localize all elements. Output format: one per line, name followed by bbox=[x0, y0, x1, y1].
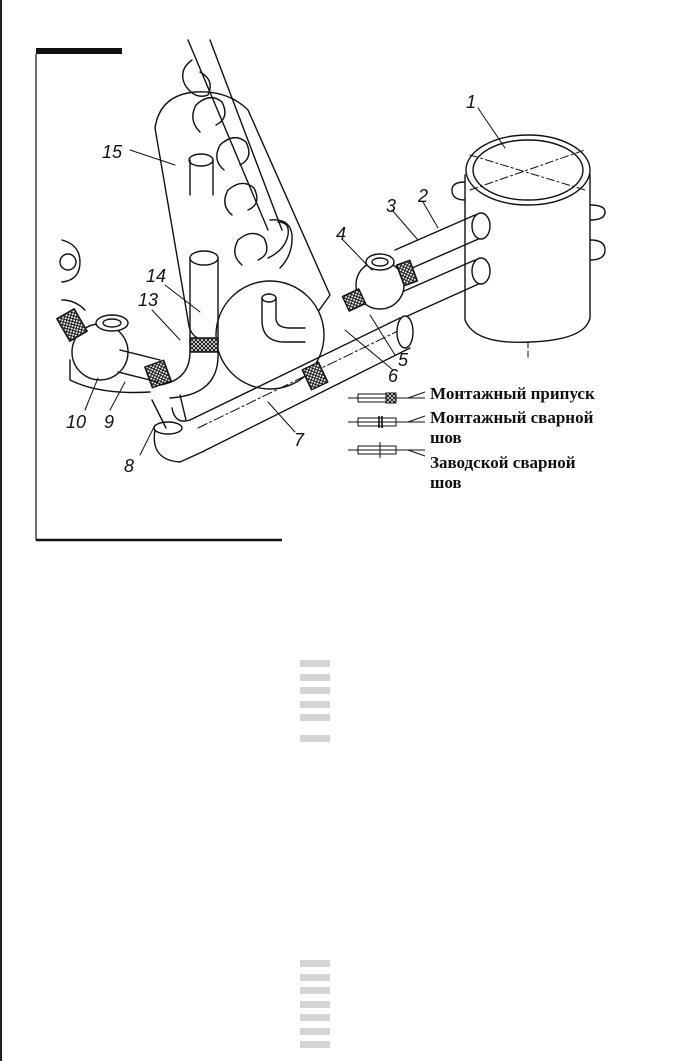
valve-4 bbox=[341, 253, 419, 312]
pipeline-assembly-diagram: 1 2 3 4 5 6 7 8 9 10 13 14 15 bbox=[35, 39, 606, 542]
drum-1 bbox=[451, 134, 606, 361]
placeholder-mark bbox=[300, 1041, 330, 1048]
placeholder-mark bbox=[300, 687, 330, 694]
legend-label-factory-weld-line1: Заводской сварной bbox=[430, 453, 576, 472]
pipe-7 bbox=[189, 315, 414, 453]
callout-10: 10 bbox=[66, 412, 86, 432]
placeholder-mark bbox=[300, 960, 330, 967]
placeholder-mark bbox=[300, 700, 330, 708]
callout-numbers: 1 2 3 4 5 6 7 8 9 10 13 14 15 bbox=[66, 92, 476, 476]
placeholder-mark bbox=[300, 973, 330, 981]
callout-2: 2 bbox=[417, 186, 428, 206]
callout-leaders bbox=[84, 107, 506, 456]
placeholder-mark bbox=[300, 1014, 330, 1021]
callout-9: 9 bbox=[104, 412, 114, 432]
placeholder-mark bbox=[300, 714, 330, 721]
placeholder-mark bbox=[300, 1027, 330, 1035]
figure-frame bbox=[35, 48, 282, 542]
page-edge-line bbox=[0, 0, 2, 1061]
callout-5: 5 bbox=[398, 350, 409, 370]
placeholder-mark bbox=[300, 987, 330, 994]
pipe-14 bbox=[159, 250, 219, 399]
drum bbox=[215, 280, 325, 390]
vessel-15 bbox=[154, 91, 331, 342]
legend-symbol-allowance bbox=[348, 391, 426, 404]
placeholder-marks-upper bbox=[300, 660, 330, 749]
callout-1: 1 bbox=[466, 92, 476, 112]
legend-label-allowance-line1: Монтажный припуск bbox=[430, 384, 595, 403]
callout-15: 15 bbox=[102, 142, 123, 162]
vessel-coils bbox=[182, 39, 293, 269]
callout-7: 7 bbox=[294, 430, 305, 450]
callout-14: 14 bbox=[146, 266, 166, 286]
callout-4: 4 bbox=[336, 224, 346, 244]
legend-symbol-factory-weld bbox=[348, 442, 426, 458]
elbow-8 bbox=[151, 394, 203, 463]
placeholder-mark bbox=[300, 735, 330, 742]
legend-label-site-weld: Монтажный сварной шов bbox=[430, 408, 593, 448]
callout-3: 3 bbox=[386, 196, 396, 216]
legend-label-site-weld-line1: Монтажный сварной bbox=[430, 408, 594, 427]
legend-label-factory-weld-line2: шов bbox=[430, 473, 462, 492]
placeholder-marks-lower bbox=[300, 960, 330, 1055]
callout-6: 6 bbox=[388, 366, 399, 386]
legend-label-site-weld-line2: шов bbox=[430, 428, 462, 447]
placeholder-mark bbox=[300, 1000, 330, 1008]
left-partial-parts bbox=[59, 239, 86, 311]
legend-label-factory-weld: Заводской сварной шов bbox=[430, 453, 576, 493]
legend-label-allowance: Монтажный припуск bbox=[430, 384, 595, 404]
callout-8: 8 bbox=[124, 456, 134, 476]
legend-symbols bbox=[348, 391, 426, 458]
valve-10 bbox=[56, 308, 172, 394]
header-pipes-2-3 bbox=[394, 212, 491, 319]
callout-13: 13 bbox=[138, 290, 158, 310]
legend-symbol-site-weld bbox=[348, 415, 426, 428]
placeholder-mark bbox=[300, 673, 330, 681]
placeholder-mark bbox=[300, 660, 330, 667]
